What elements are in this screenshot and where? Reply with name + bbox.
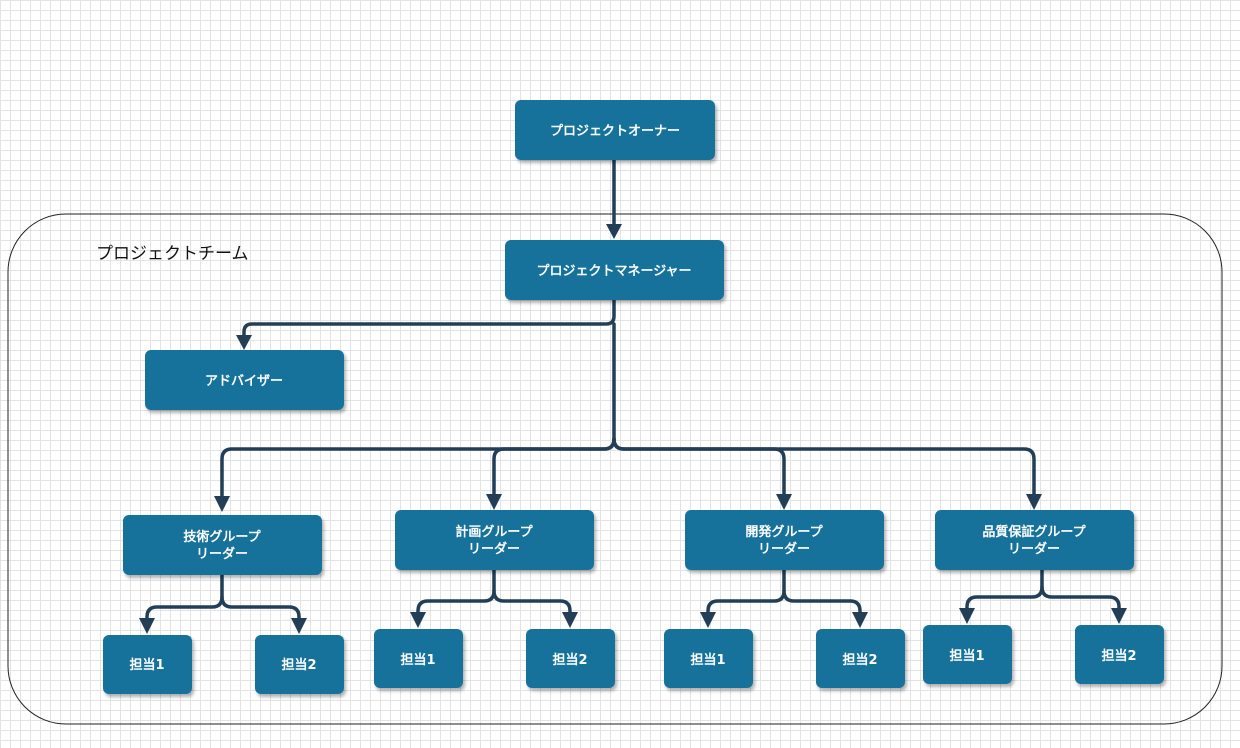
arrowhead: [700, 612, 716, 628]
node-label: 担当2: [1101, 648, 1136, 664]
connector-planning-staff2: [492, 589, 572, 616]
node-dev-group-leader[interactable]: 開発グループ リーダー: [685, 510, 884, 570]
node-tech-staff-1[interactable]: 担当1: [103, 635, 192, 694]
connector-manager-qa-leader: [612, 437, 1036, 498]
arrowhead: [562, 612, 578, 628]
node-dev-staff-1[interactable]: 担当1: [664, 629, 753, 688]
node-qa-staff-2[interactable]: 担当2: [1075, 625, 1164, 684]
node-tech-staff-2[interactable]: 担当2: [255, 635, 344, 694]
node-dev-staff-2[interactable]: 担当2: [816, 629, 905, 688]
arrowhead: [214, 496, 230, 512]
node-label: プロジェクトマネージャー: [536, 264, 691, 279]
arrowhead: [1111, 608, 1127, 624]
node-qa-staff-1[interactable]: 担当1: [923, 625, 1012, 684]
node-label-line1: 技術グループ: [183, 529, 261, 545]
connector-tech-staff2: [220, 595, 301, 622]
node-planning-staff-1[interactable]: 担当1: [374, 629, 463, 688]
arrowhead: [291, 618, 307, 634]
node-label-line2: リーダー: [468, 541, 520, 557]
node-label-line2: リーダー: [758, 541, 810, 557]
connector-manager-advisor: [242, 298, 616, 342]
node-label-line1: 計画グループ: [455, 524, 533, 540]
arrowhead: [606, 224, 622, 239]
node-label: 担当1: [129, 657, 164, 673]
connector-tech-staff1: [145, 573, 224, 622]
node-project-owner[interactable]: プロジェクトオーナー: [515, 100, 715, 160]
connector-planning-staff1: [416, 568, 496, 616]
node-label-line1: 開発グループ: [745, 524, 823, 540]
connector-qa-staff1: [965, 568, 1044, 612]
arrowhead: [236, 335, 252, 350]
connector-qa-staff2: [1040, 585, 1121, 612]
node-qa-group-leader[interactable]: 品質保証グループ リーダー: [935, 510, 1134, 570]
node-project-manager[interactable]: プロジェクトマネージャー: [505, 240, 724, 300]
arrowhead: [776, 494, 792, 510]
arrowhead: [959, 608, 975, 624]
arrowhead: [486, 494, 502, 510]
node-label: アドバイザー: [205, 374, 283, 389]
arrowhead: [852, 612, 868, 628]
arrowhead: [139, 618, 155, 634]
node-tech-group-leader[interactable]: 技術グループ リーダー: [123, 515, 322, 575]
node-planning-group-leader[interactable]: 計画グループ リーダー: [395, 510, 594, 570]
node-label-line1: 品質保証グループ: [982, 524, 1086, 540]
node-label: プロジェクトオーナー: [550, 124, 680, 139]
node-label: 担当1: [949, 648, 984, 664]
node-planning-staff-2[interactable]: 担当2: [526, 629, 615, 688]
connector-dev-staff1: [706, 568, 786, 616]
node-label: 担当2: [842, 652, 877, 668]
node-label-line2: リーダー: [196, 546, 248, 562]
connector-dev-staff2: [782, 589, 862, 616]
arrowhead: [410, 612, 426, 628]
node-advisor[interactable]: アドバイザー: [145, 350, 344, 410]
node-label-line2: リーダー: [1008, 541, 1060, 557]
node-label: 担当2: [281, 657, 316, 673]
node-label: 担当1: [690, 652, 725, 668]
arrowhead: [1026, 494, 1042, 510]
connector-manager-planning-leader: [492, 437, 616, 498]
project-team-label: プロジェクトチーム: [96, 244, 249, 264]
node-label: 担当1: [400, 652, 435, 668]
node-label: 担当2: [552, 652, 587, 668]
